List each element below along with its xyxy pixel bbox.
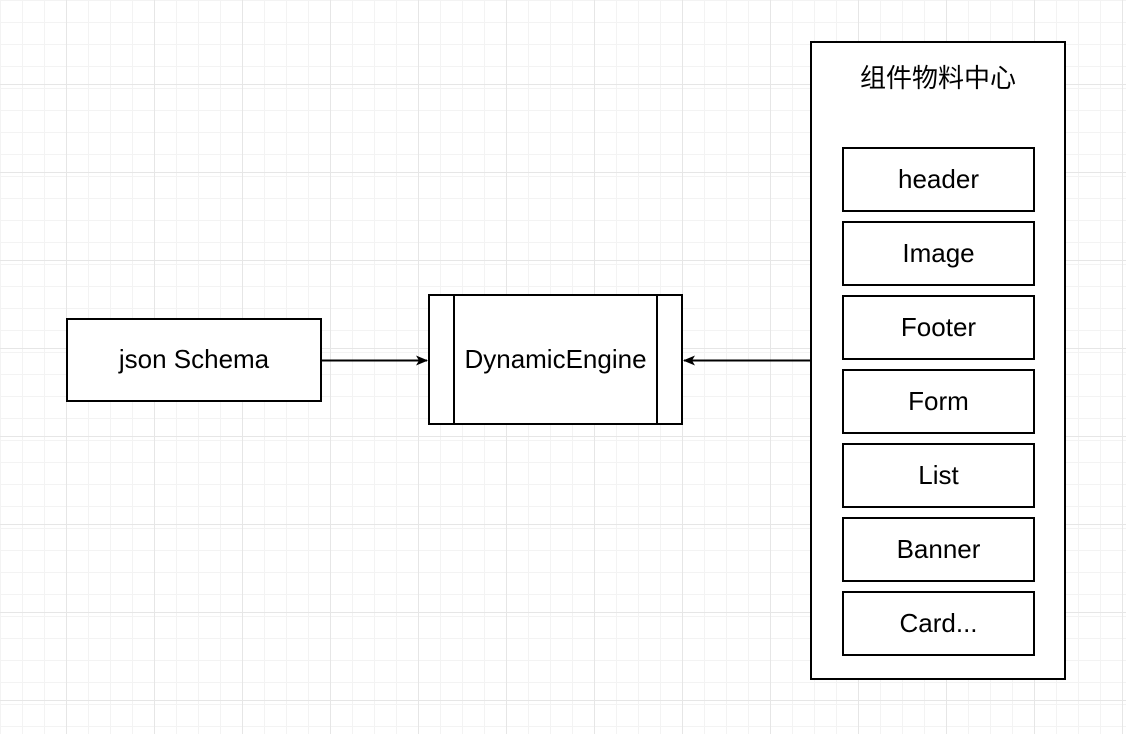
process-bar-left xyxy=(453,296,455,423)
material-item-header: header xyxy=(842,147,1035,212)
material-item-list: List xyxy=(842,443,1035,508)
material-item-image: Image xyxy=(842,221,1035,286)
material-item-footer: Footer xyxy=(842,295,1035,360)
material-item-form: Form xyxy=(842,369,1035,434)
material-item-banner: Banner xyxy=(842,517,1035,582)
node-material-center: 组件物料中心 header Image Footer Form List Ban… xyxy=(810,41,1066,680)
node-json-schema-label: json Schema xyxy=(118,344,270,375)
node-json-schema: json Schema xyxy=(66,318,322,402)
material-center-item-list: header Image Footer Form List Banner Car… xyxy=(842,147,1035,656)
material-center-title: 组件物料中心 xyxy=(859,63,1016,93)
node-dynamic-engine-label: DynamicEngine xyxy=(464,343,647,374)
process-bar-right xyxy=(656,296,658,423)
material-item-card: Card... xyxy=(842,591,1035,656)
node-dynamic-engine: DynamicEngine xyxy=(428,294,683,425)
